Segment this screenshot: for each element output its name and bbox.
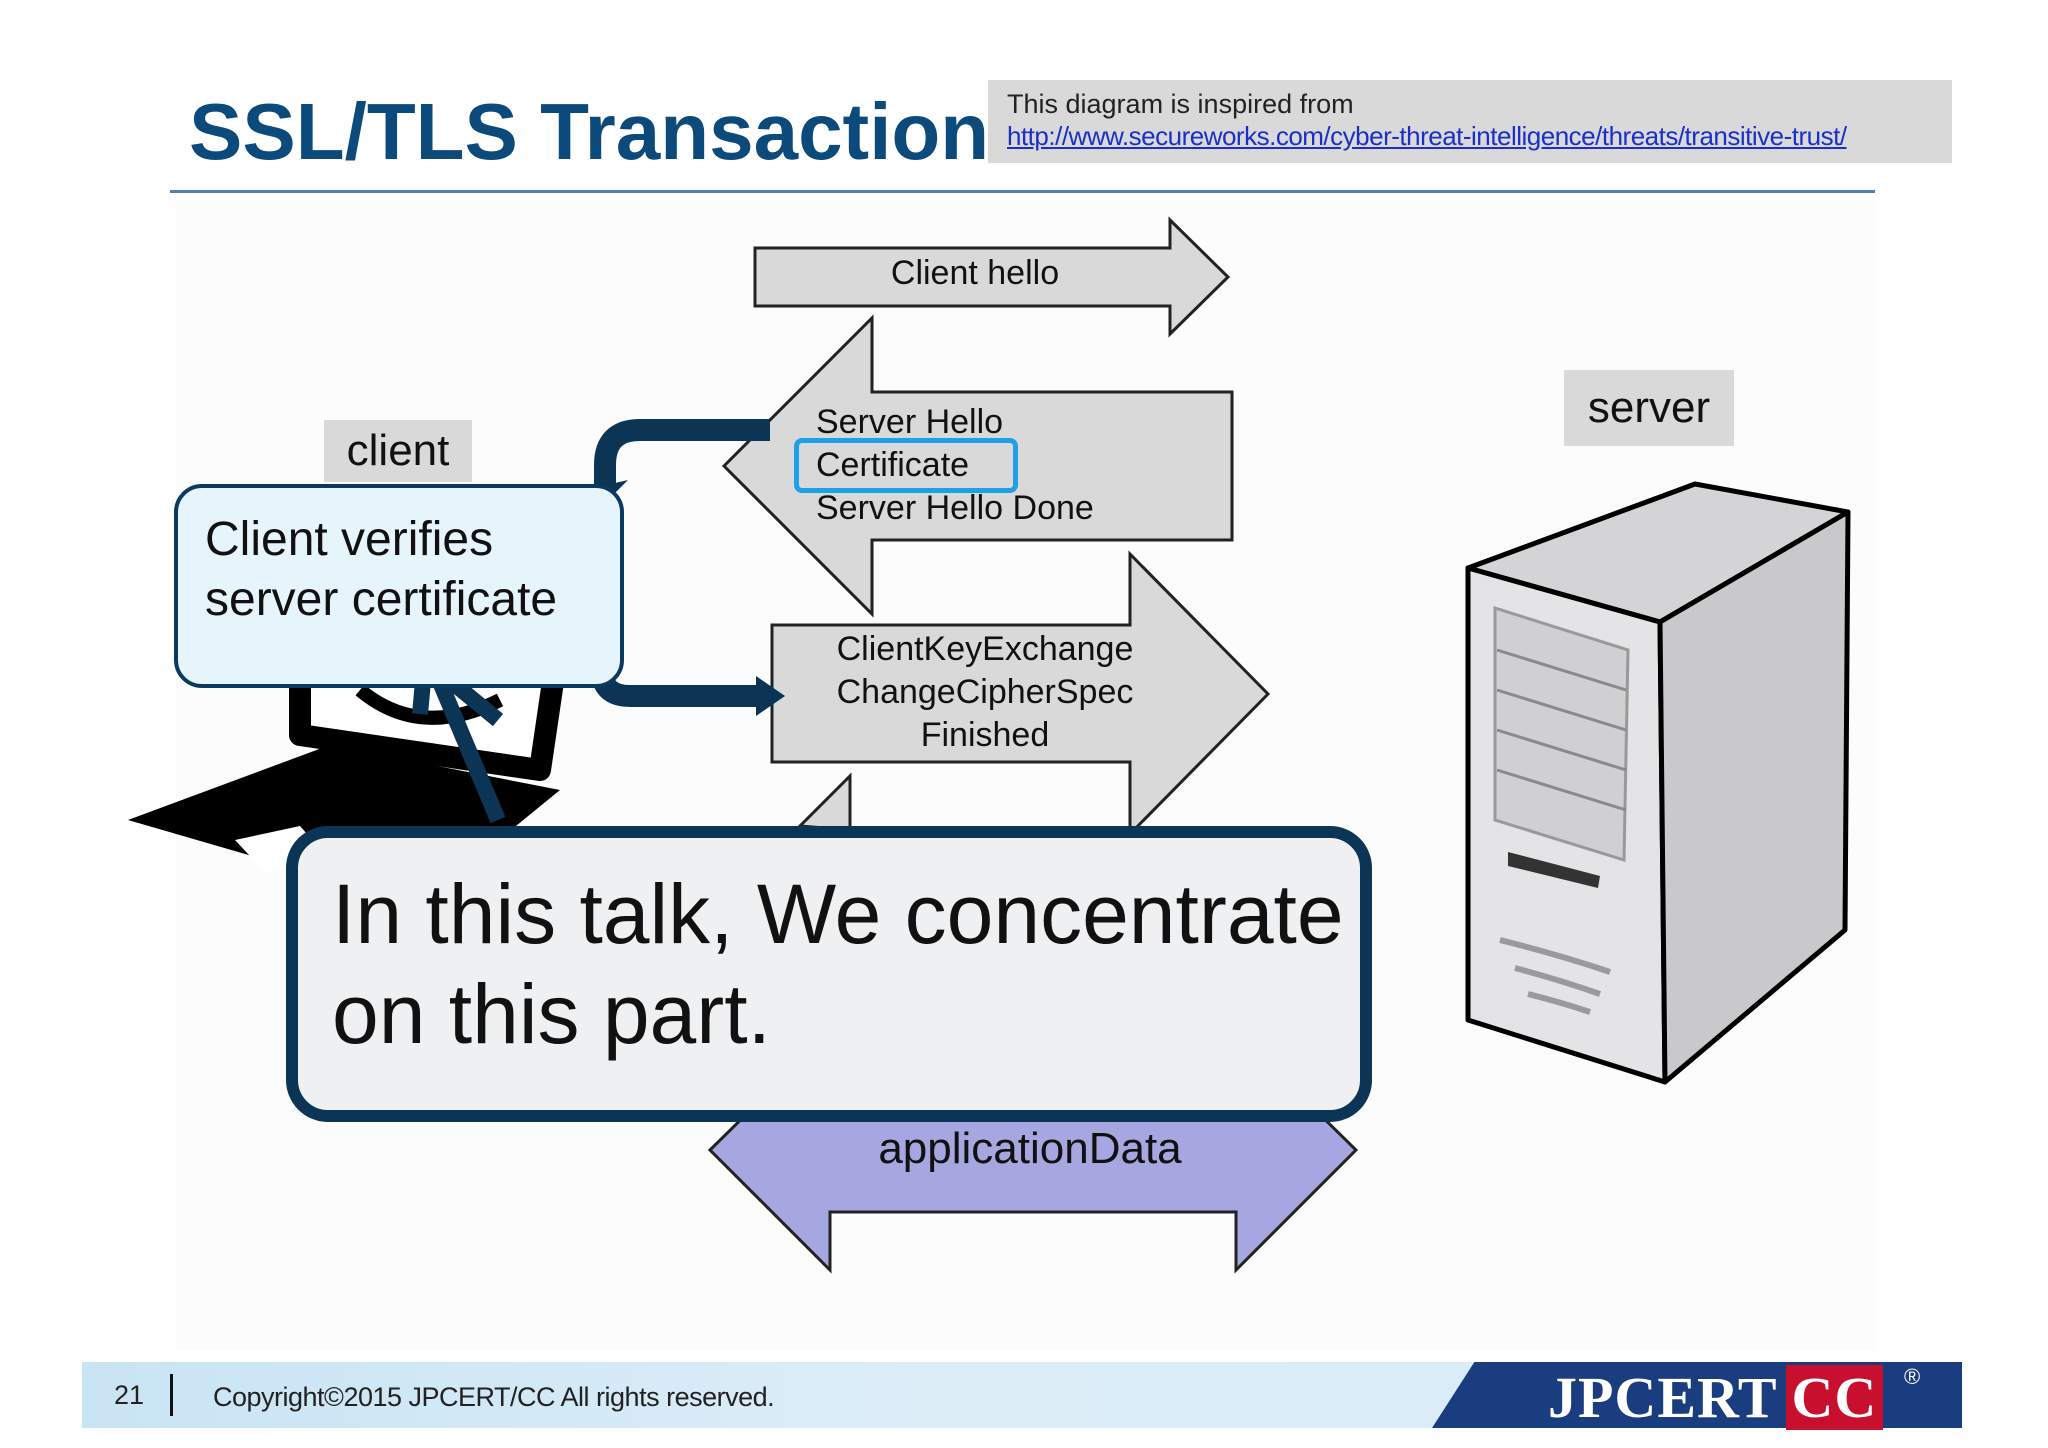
focus-callout-line1: In this talk, We concentrate [332,867,1344,961]
verify-callout-line2: server certificate [205,573,558,626]
server-hello-arrow [721,314,1234,618]
focus-callout: In this talk, We concentrate on this par… [286,826,1372,1122]
certificate-text: Certificate [816,446,970,484]
server-label: server [1564,370,1734,446]
source-link[interactable]: http://www.secureworks.com/cyber-threat-… [1007,121,1847,151]
client-label: client [324,420,472,482]
connector-lower [591,640,760,707]
client-key-exchange-text: ClientKeyExchange [836,630,1134,668]
page-number: 21 [114,1380,145,1410]
client-hello-text: Client hello [890,254,1060,292]
certificate-highlight [794,438,1018,493]
focus-callout-line2: on this part. [332,967,771,1061]
logo-main-text: JPCERT [1548,1365,1778,1430]
application-data-text: applicationData [878,1124,1182,1173]
client-hello-arrow [753,216,1231,338]
server-icon [1465,481,1851,1085]
source-note: This diagram is inspired from http://www… [988,80,1952,163]
registered-mark: ® [1904,1364,1921,1389]
source-note-text: This diagram is inspired from [1007,89,1354,119]
logo-cc-text: CC [1785,1365,1884,1430]
verify-callout-line1: Client verifies [205,513,494,566]
server-hello-done-text: Server Hello Done [816,489,1094,527]
footer-divider [170,1374,173,1416]
connector-lower-head [756,676,785,716]
title-divider [170,190,1875,193]
server-hello-text: Server Hello [816,403,1004,441]
finished-text: Finished [920,716,1050,754]
connector-upper [594,419,770,490]
key-exchange-arrow [770,550,1271,838]
hidden-arrow [796,772,852,832]
verify-certificate-callout: Client verifies server certificate [174,484,624,688]
key-exchange-text-group: ClientKeyExchange ChangeCipherSpec Finis… [790,628,1180,757]
slide-title: SSL/TLS Transaction [189,87,990,176]
change-cipher-spec-text: ChangeCipherSpec [836,673,1134,711]
server-hello-text-group: Server Hello Certificate Server Hello Do… [816,401,1094,530]
copyright-text: Copyright©2015 JPCERT/CC All rights rese… [213,1382,775,1412]
